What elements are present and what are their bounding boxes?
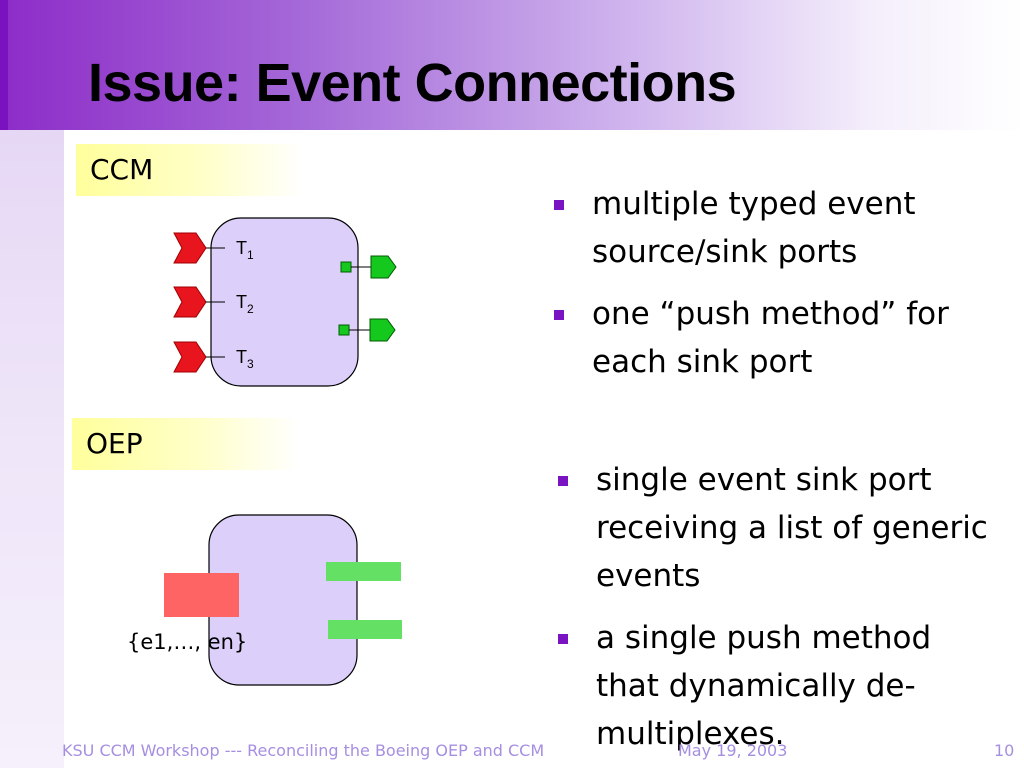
- ccm-component-box: [210, 217, 359, 387]
- port-label-t2: T2: [236, 292, 254, 316]
- oep-generic-sink-port: [164, 573, 239, 617]
- source-port-square-icon: [340, 261, 352, 273]
- bullet-square-icon: [554, 310, 564, 320]
- list-item: one “push method” for each sink port: [552, 290, 1002, 386]
- ccm-source-port-2: [338, 318, 396, 342]
- sink-port-icon: [173, 286, 207, 318]
- header-band: [0, 0, 1024, 130]
- source-port-icon: [369, 318, 396, 342]
- sink-port-icon: [173, 341, 207, 373]
- list-item: single event sink port receiving a list …: [556, 456, 996, 600]
- bullet-text: one “push method” for each sink port: [592, 296, 949, 380]
- port-label-t3: T3: [236, 347, 254, 371]
- footer-date: May 19, 2003: [678, 741, 788, 760]
- footer-page-number: 10: [994, 741, 1015, 760]
- bullet-square-icon: [558, 476, 568, 486]
- ccm-sink-port-2: T2: [173, 286, 254, 318]
- header-accent-bar: [0, 0, 8, 130]
- bullet-square-icon: [558, 634, 568, 644]
- list-item: multiple typed event source/sink ports: [552, 180, 1002, 276]
- ccm-source-port-1: [340, 255, 397, 279]
- bullet-text: single event sink port receiving a list …: [596, 462, 988, 594]
- footer-workshop-text: KSU CCM Workshop --- Reconciling the Boe…: [62, 741, 545, 760]
- oep-source-port-2: [328, 620, 402, 639]
- bullet-square-icon: [554, 200, 564, 210]
- sink-port-icon: [173, 232, 207, 264]
- ccm-sink-port-3: T3: [173, 341, 254, 373]
- slide-title: Issue: Event Connections: [88, 53, 737, 113]
- port-label-t1: T1: [236, 238, 254, 262]
- oep-label: OEP: [72, 418, 300, 470]
- left-side-strip: [0, 130, 64, 768]
- list-item: a single push method that dynamically de…: [556, 614, 996, 758]
- oep-event-list-label: {e1,…, en}: [127, 630, 247, 654]
- ccm-label: CCM: [76, 144, 304, 196]
- bullet-text: multiple typed event source/sink ports: [592, 186, 916, 270]
- oep-source-port-1: [326, 562, 401, 581]
- source-port-square-icon: [338, 324, 350, 336]
- ccm-sink-port-1: T1: [173, 232, 254, 264]
- ccm-bullet-list: multiple typed event source/sink ports o…: [552, 180, 1002, 400]
- source-port-icon: [370, 255, 397, 279]
- bullet-text: a single push method that dynamically de…: [596, 620, 932, 752]
- oep-bullet-list: single event sink port receiving a list …: [556, 456, 996, 772]
